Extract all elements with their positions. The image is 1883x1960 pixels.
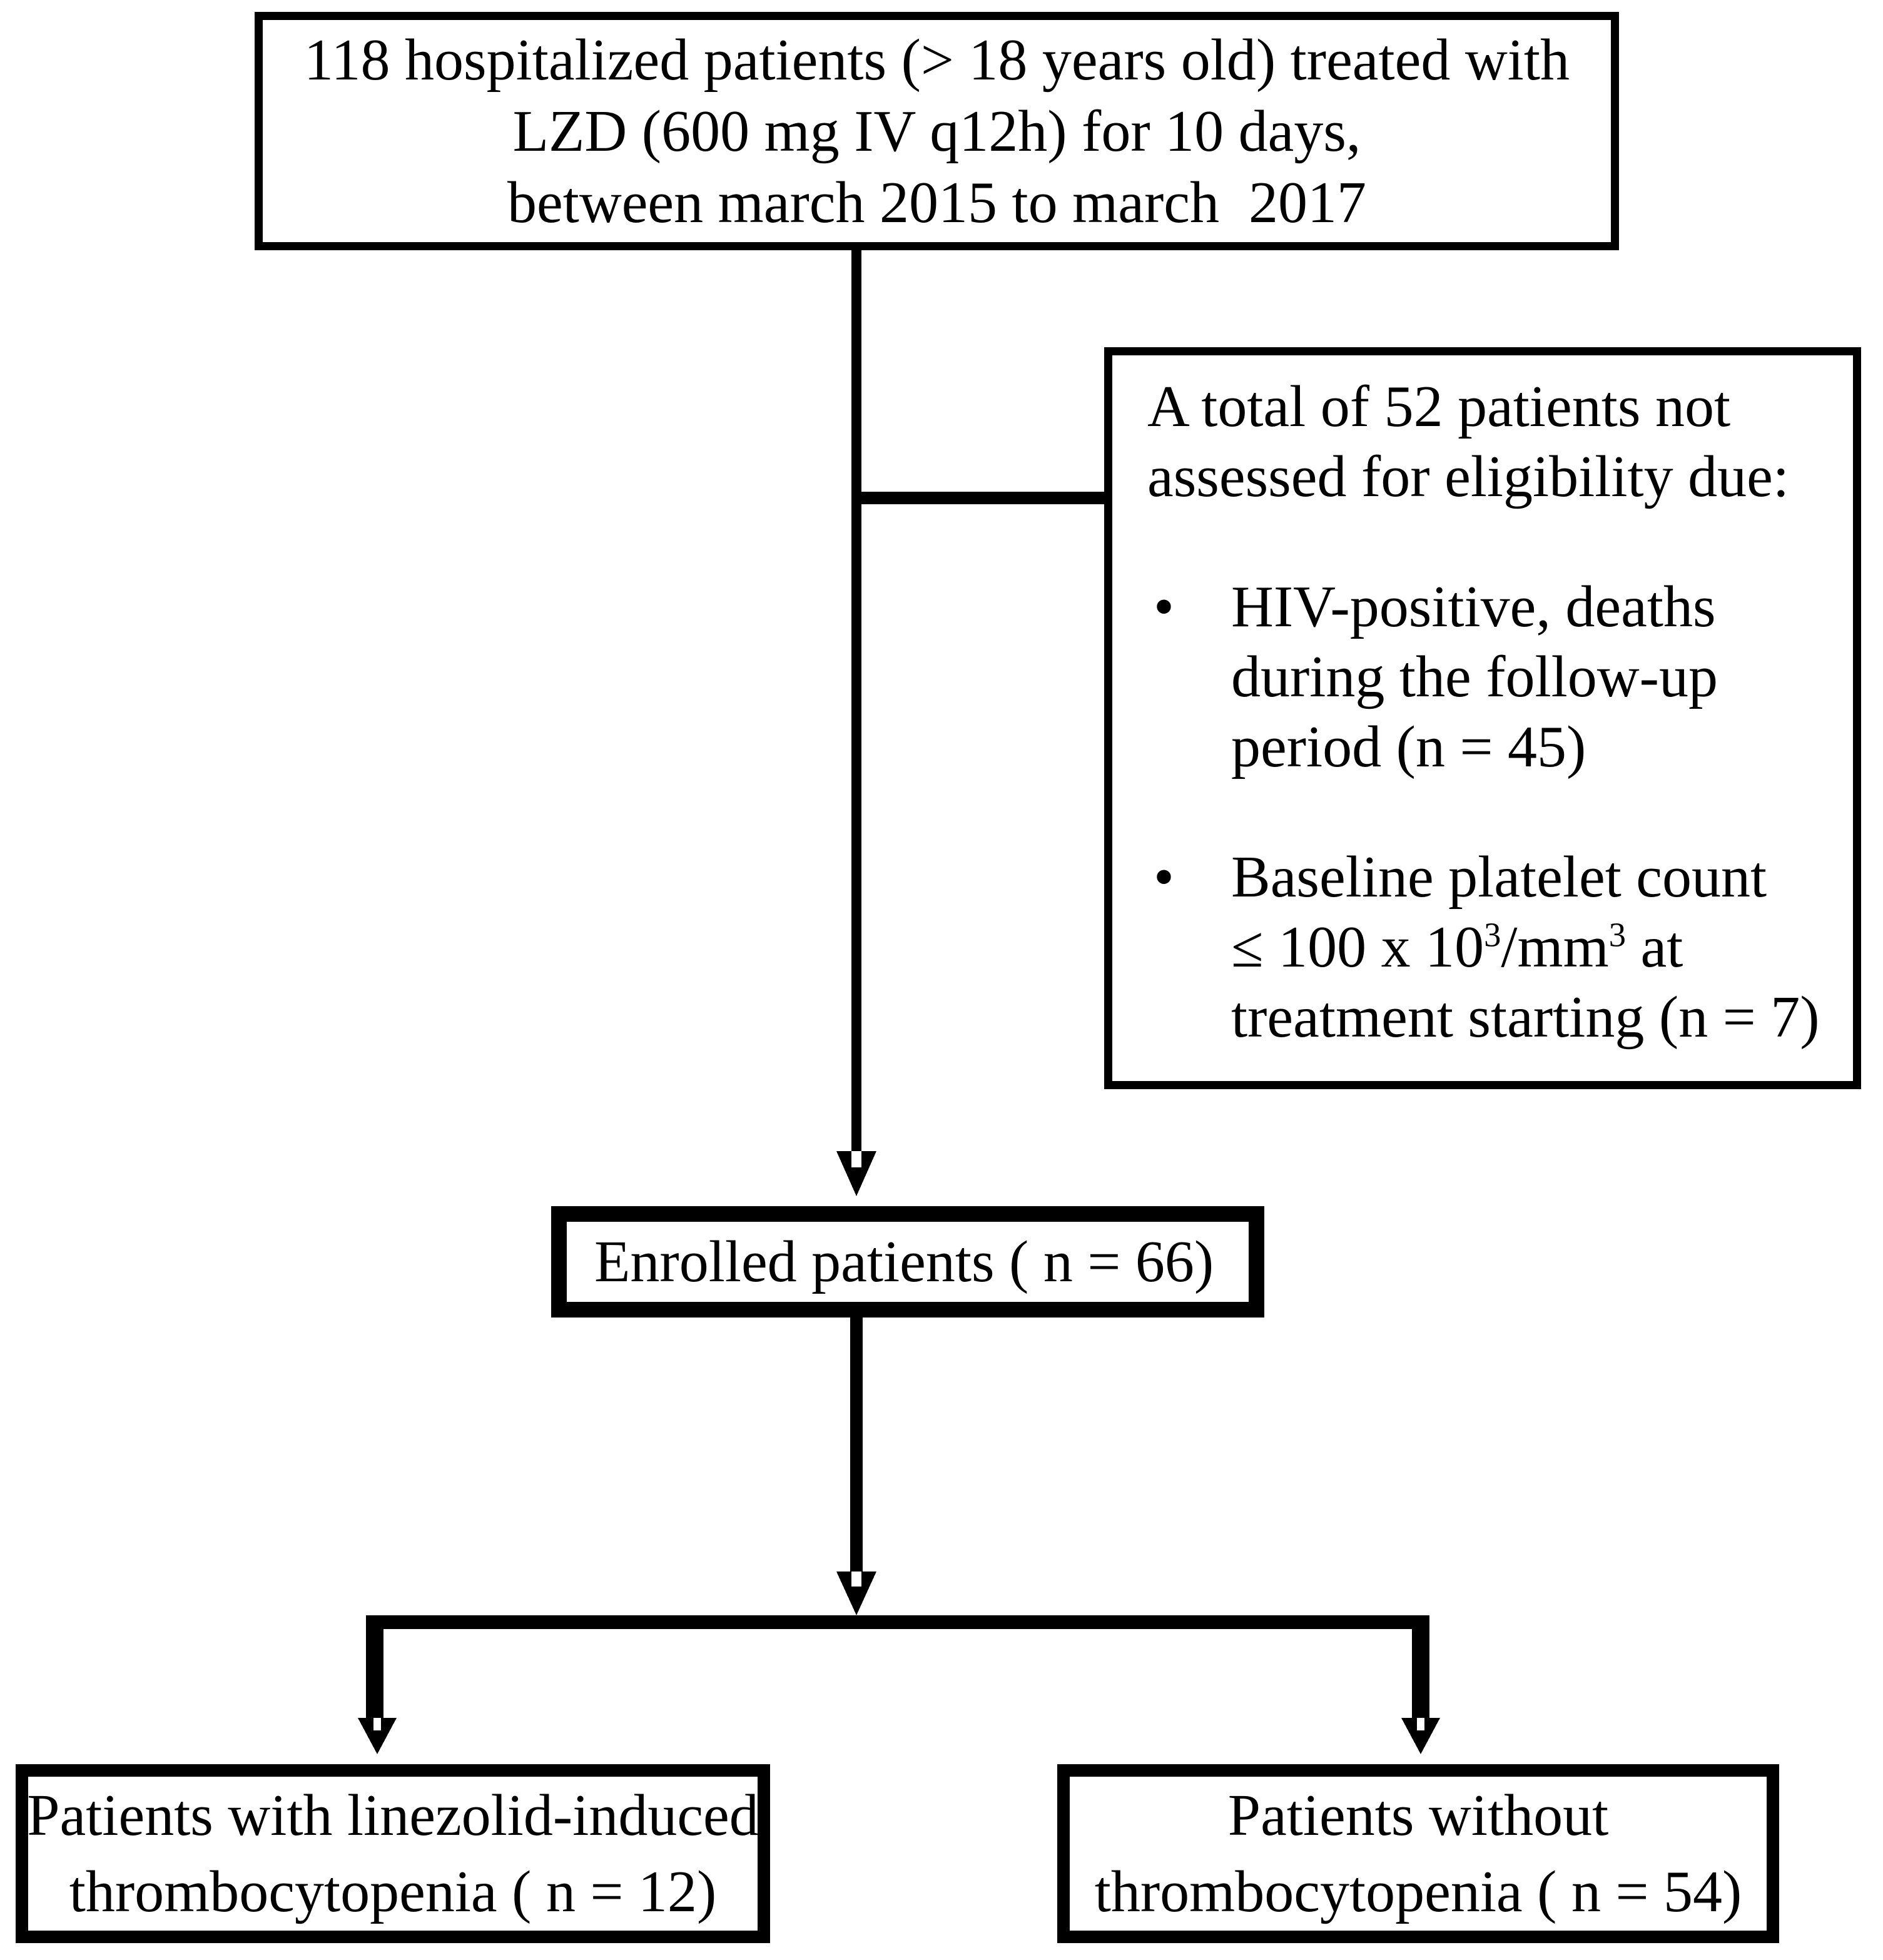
exclusion-bullet-item-1: • HIV-positive, deaths during the follow… [1147, 572, 1838, 782]
bullet-icon: • [1154, 574, 1174, 639]
bullet-1-line-1: HIV-positive, deaths [1231, 574, 1716, 639]
arrowhead-enrolled [836, 1151, 876, 1196]
connector-branch-bar [366, 1615, 1429, 1629]
initial-cohort-line-3: between march 2015 to march 2017 [507, 170, 1366, 235]
exclusion-bullet-1-text: HIV-positive, deaths during the follow-u… [1231, 572, 1718, 782]
arrowhead-left [358, 1718, 397, 1754]
box-enrolled-patients: Enrolled patients ( n = 66) [551, 1206, 1264, 1318]
arrowhead-right-notch [1417, 1718, 1424, 1730]
connector-trunk-bottom [850, 1317, 863, 1572]
exclusion-intro-line-2: assessed for eligibility due: [1147, 444, 1789, 509]
platelet-unit-text: /mm [1501, 915, 1609, 980]
without-thrombocytopenia-line-1: Patients without [1227, 1783, 1609, 1848]
exclusion-intro-line-1: A total of 52 patients not [1147, 374, 1731, 439]
connector-trunk-top [851, 250, 861, 1151]
bullet-1-line-2: during the follow-up [1231, 644, 1718, 709]
arrowhead-branch-notch [851, 1572, 861, 1587]
bullet-2-line-1: Baseline platelet count [1231, 845, 1767, 910]
arrowhead-enrolled-notch [851, 1151, 861, 1167]
arrowhead-branch [836, 1572, 876, 1615]
platelet-threshold-text: ≤ 100 x 10 [1231, 915, 1485, 980]
box-with-thrombocytopenia: Patients with linezolid-induced thromboc… [16, 1764, 770, 1943]
arrowhead-right [1401, 1718, 1440, 1754]
superscript-3: 3 [1484, 915, 1501, 954]
with-thrombocytopenia-line-2: thrombocytopenia ( n = 12) [69, 1859, 717, 1924]
with-thrombocytopenia-line-1: Patients with linezolid-induced [27, 1783, 759, 1848]
exclusion-intro: A total of 52 patients not assessed for … [1147, 372, 1838, 512]
connector-drop-left [366, 1629, 383, 1718]
initial-cohort-line-2: LZD (600 mg IV q12h) for 10 days, [512, 98, 1361, 164]
connector-exclusion [856, 492, 1104, 504]
arrowhead-left-notch [373, 1718, 381, 1730]
connector-drop-right [1412, 1629, 1429, 1718]
box-initial-cohort: 118 hospitalized patients (> 18 years ol… [255, 12, 1619, 250]
bullet-2-line-3: treatment starting (n = 7) [1231, 985, 1820, 1050]
platelet-trailing-text: at [1625, 915, 1683, 980]
box-without-thrombocytopenia: Patients without thrombocytopenia ( n = … [1057, 1764, 1779, 1943]
exclusion-bullet-2-text: Baseline platelet count ≤ 100 x 103/mm3 … [1231, 842, 1820, 1052]
exclusion-bullet-item-2: • Baseline platelet count ≤ 100 x 103/mm… [1147, 842, 1838, 1052]
bullet-1-line-3: period (n = 45) [1231, 714, 1586, 779]
without-thrombocytopenia-line-2: thrombocytopenia ( n = 54) [1094, 1859, 1742, 1924]
box-exclusion-criteria: A total of 52 patients not assessed for … [1104, 347, 1861, 1089]
bullet-2-line-2: ≤ 100 x 103/mm3 at [1231, 912, 1820, 982]
bullet-icon: • [1154, 845, 1174, 910]
enrolled-label: Enrolled patients ( n = 66) [594, 1229, 1214, 1294]
superscript-3: 3 [1608, 915, 1626, 954]
initial-cohort-line-1: 118 hospitalized patients (> 18 years ol… [304, 27, 1570, 93]
